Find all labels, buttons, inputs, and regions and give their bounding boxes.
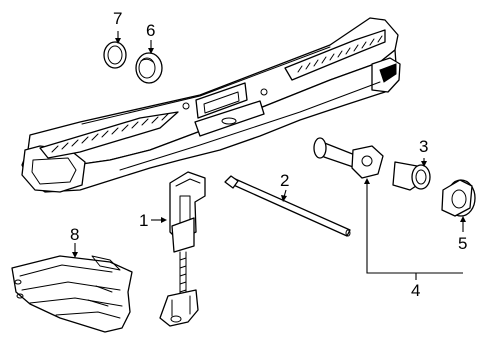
- part-2-jack-handle: [224, 175, 351, 237]
- callout-1: 1: [139, 211, 148, 230]
- part-4-lock-cylinder: [313, 137, 384, 179]
- part-6-plug: [135, 52, 163, 84]
- callout-8: 8: [70, 225, 79, 244]
- part-1-jack: [159, 171, 206, 327]
- part-8-shield-panel: [11, 255, 133, 333]
- callout-3: 3: [419, 137, 428, 156]
- callout-7: 7: [113, 9, 122, 28]
- leader-lines: [72, 31, 466, 280]
- rear-bumper: [21, 17, 401, 193]
- callout-6: 6: [146, 21, 155, 40]
- part-5-cap: [441, 179, 476, 217]
- callout-4: 4: [411, 281, 420, 300]
- part-7-ring: [103, 41, 127, 69]
- callout-2: 2: [280, 171, 289, 190]
- part-3-sleeve: [392, 161, 431, 191]
- callout-5: 5: [458, 234, 467, 253]
